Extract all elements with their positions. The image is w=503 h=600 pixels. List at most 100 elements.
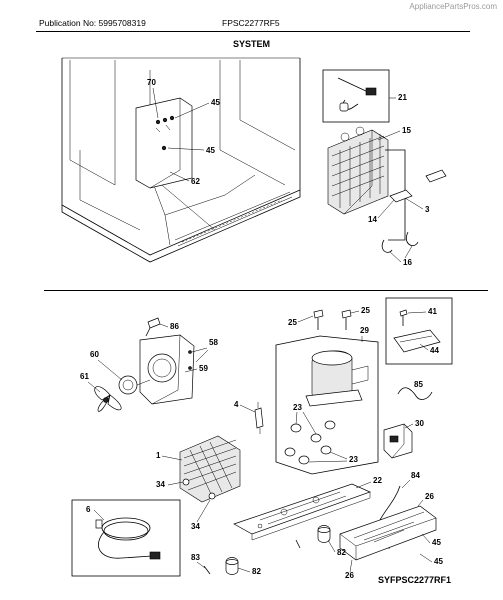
callout-4: 4 [234, 400, 239, 409]
machine-compartment-base-part [233, 483, 371, 541]
leader-60 [97, 359, 123, 381]
condenser-grommet-part [182, 478, 216, 500]
callout-34-b: 34 [191, 522, 200, 531]
callout-25-a: 25 [288, 318, 297, 327]
leader-26-b [349, 559, 353, 573]
leader-45-upper-a [174, 102, 210, 119]
fan-blade-part [94, 386, 122, 412]
leader-41 [407, 311, 427, 314]
callout-45-c: 45 [432, 538, 441, 547]
callout-85: 85 [414, 380, 423, 389]
leader-14 [377, 199, 395, 219]
callout-15: 15 [402, 126, 411, 135]
callout-34-a: 34 [156, 480, 165, 489]
callout-16: 16 [403, 258, 412, 267]
callout-45-d: 45 [434, 557, 443, 566]
callout-59: 59 [199, 364, 208, 373]
callout-86: 86 [170, 322, 179, 331]
model-number: FPSC2277RF5 [222, 18, 280, 28]
callout-45-upper-b: 45 [206, 146, 215, 155]
leader-70 [152, 87, 159, 119]
watermark: AppliancePartsPros.com [409, 2, 497, 11]
leader-62 [169, 171, 190, 182]
callout-60: 60 [90, 350, 99, 359]
section-title: SYSTEM [232, 39, 270, 49]
screw-part [313, 309, 352, 330]
leader-61 [87, 381, 101, 393]
relay-part [383, 423, 413, 459]
callout-23-b: 23 [349, 455, 358, 464]
leader-15 [377, 130, 401, 141]
callout-1: 1 [156, 451, 161, 460]
callout-25-b: 25 [361, 306, 370, 315]
callout-61: 61 [80, 372, 89, 381]
leader-44 [419, 343, 429, 351]
section-divider [44, 290, 488, 291]
diagram-id: SYFPSC2277RF1 [378, 575, 452, 585]
leader-4 [239, 404, 256, 413]
callout-30: 30 [415, 419, 424, 428]
leader-82-b [237, 567, 251, 573]
evaporator-coil-part [327, 126, 389, 215]
callout-21: 21 [398, 93, 407, 102]
callout-58: 58 [209, 338, 218, 347]
evaporator-cover-part [135, 97, 193, 189]
compressor-grommet-part [284, 420, 336, 465]
callout-23-a: 23 [293, 403, 302, 412]
callout-14: 14 [368, 215, 377, 224]
callout-29: 29 [360, 326, 369, 335]
callout-82-b: 82 [252, 567, 261, 576]
leader-23-a [295, 411, 317, 435]
condenser-fan-motor-part [118, 375, 151, 395]
leader-16 [389, 245, 413, 263]
fan-shroud-part [139, 334, 195, 405]
callout-62: 62 [191, 177, 200, 186]
leader-30 [404, 423, 414, 429]
condenser-coil-part [179, 435, 241, 503]
callout-82-a: 82 [337, 548, 346, 557]
leader-83 [196, 561, 206, 569]
cabinet-liner-drawing [61, 57, 301, 263]
leader-86 [159, 323, 169, 328]
leader-1 [161, 455, 183, 461]
bracket-inset [385, 297, 453, 365]
filter-drier-part [254, 402, 264, 434]
callout-3: 3 [425, 205, 430, 214]
publication-number: Publication No: 5995708319 [39, 18, 146, 28]
leader-25-b [350, 310, 360, 314]
leader-84 [401, 479, 411, 489]
callout-45-upper-a: 45 [211, 98, 220, 107]
callout-41: 41 [428, 307, 437, 316]
mounting-screw-part [203, 539, 301, 575]
leader-45-d [419, 553, 433, 563]
leader-82-a [327, 539, 336, 553]
callout-6: 6 [86, 505, 91, 514]
leader-58 [191, 347, 209, 363]
grommet-part [145, 317, 161, 337]
clip-part [389, 169, 447, 203]
leader-3 [404, 197, 424, 210]
leader-26-a [417, 499, 424, 507]
header-rule [36, 31, 470, 32]
defrost-thermostat-inset [322, 69, 390, 123]
leveling-foot-part [225, 525, 331, 575]
leader-34-a [167, 481, 184, 486]
leader-25-a [297, 315, 314, 323]
heater-terminal-part [381, 231, 419, 253]
callout-44: 44 [430, 346, 439, 355]
leader-45-upper-b [167, 147, 205, 151]
leader-22 [355, 481, 372, 489]
compressor-assembly-part [275, 335, 379, 475]
drain-pan-part [339, 505, 437, 561]
leader-6 [93, 509, 105, 521]
leader-45-c [421, 533, 431, 544]
leader-59 [184, 368, 198, 373]
callout-83: 83 [191, 553, 200, 562]
callout-70: 70 [147, 78, 156, 87]
callout-22: 22 [373, 476, 382, 485]
callout-26-a: 26 [425, 492, 434, 501]
tube-part [397, 387, 433, 400]
leader-23-b [308, 451, 348, 463]
callout-26-b: 26 [345, 571, 354, 580]
